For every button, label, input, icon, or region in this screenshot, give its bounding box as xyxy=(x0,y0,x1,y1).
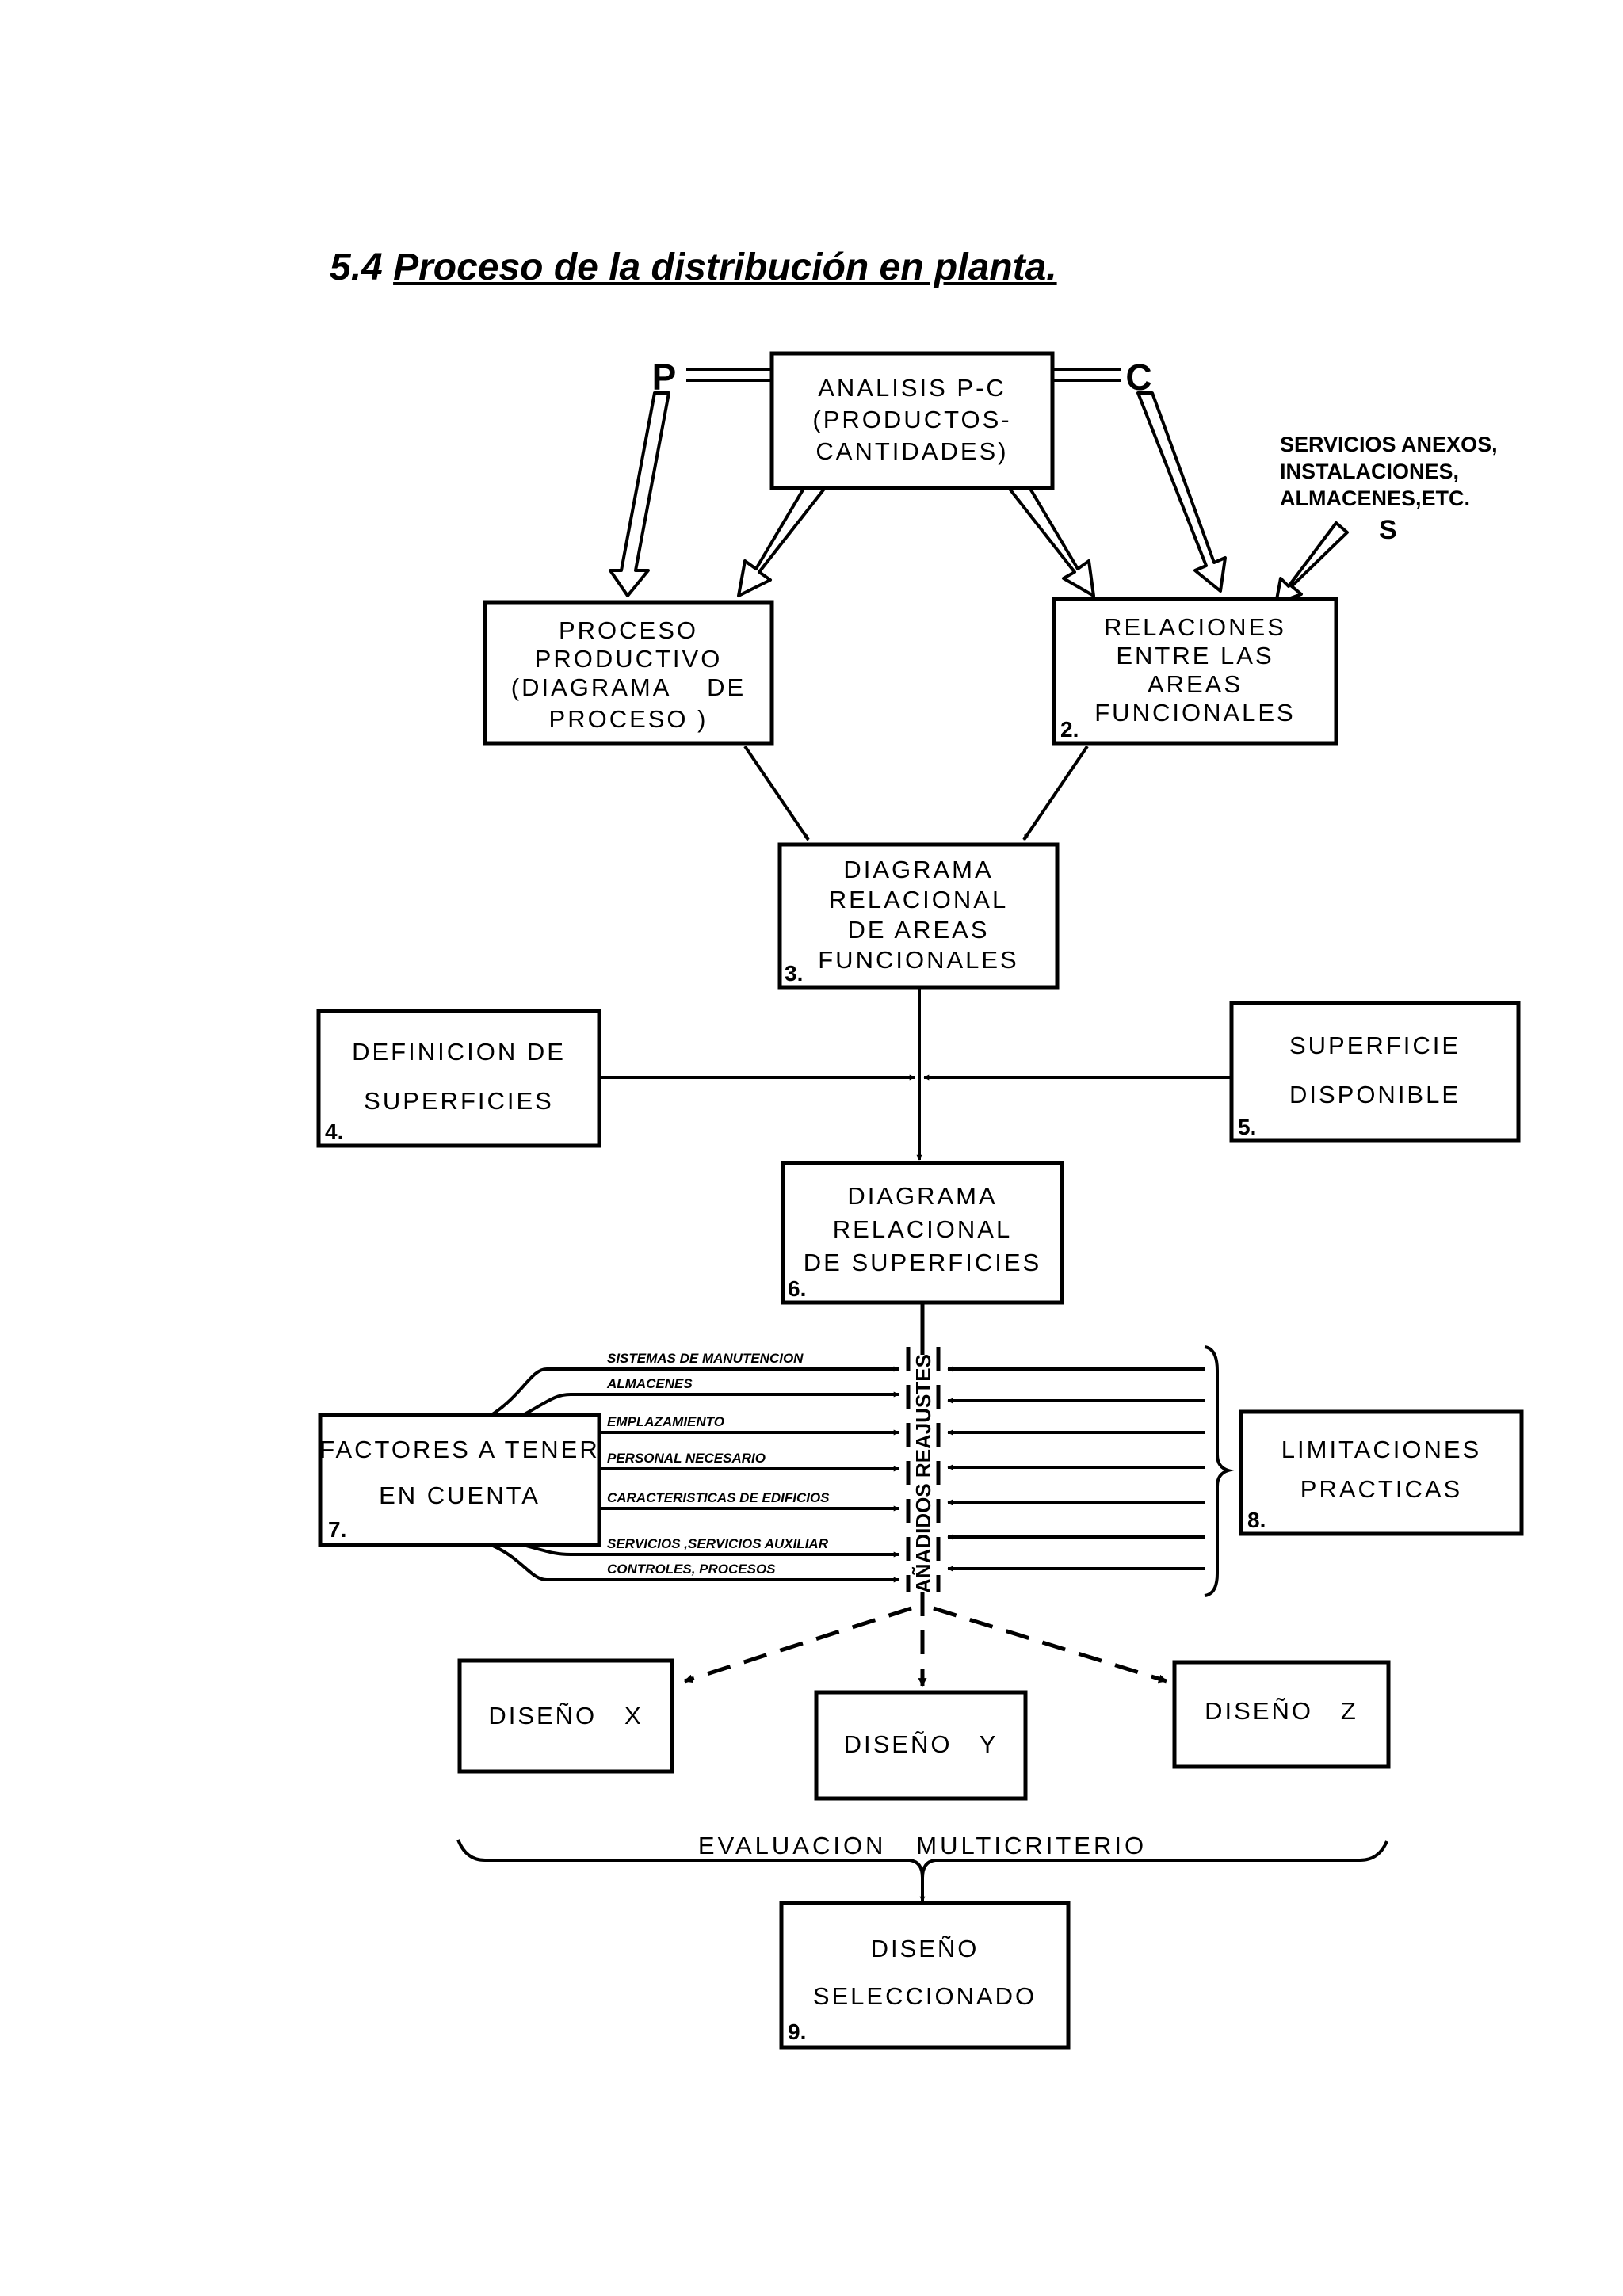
factor-curve-top-2 xyxy=(522,1393,571,1417)
svg-text:LIMITACIONES: LIMITACIONES xyxy=(1281,1436,1481,1463)
svg-text:DISPONIBLE: DISPONIBLE xyxy=(1289,1081,1461,1108)
title-number: 5.4 xyxy=(330,246,383,288)
svg-text:PRODUCTIVO: PRODUCTIVO xyxy=(535,645,723,673)
hollow-arrow-p-proceso xyxy=(609,391,670,597)
diseno-y-box: DISEÑO Y xyxy=(814,1690,1028,1801)
factor-list: SISTEMAS DE MANUTENCION ALMACENES EMPLAZ… xyxy=(547,1351,899,1583)
box-number: 4. xyxy=(325,1119,343,1144)
c-label: C xyxy=(1125,357,1151,398)
svg-text:RELACIONAL: RELACIONAL xyxy=(829,886,1008,913)
svg-text:(PRODUCTOS-: (PRODUCTOS- xyxy=(812,406,1011,433)
svg-text:DISEÑO X: DISEÑO X xyxy=(488,1702,643,1730)
box-number: 2. xyxy=(1060,717,1079,742)
diseno-seleccionado-box: DISEÑO SELECCIONADO 9. xyxy=(779,1901,1071,2050)
diseno-z-box: DISEÑO Z xyxy=(1172,1660,1391,1769)
box-number: 6. xyxy=(788,1276,806,1301)
factor-label: CARACTERISTICAS DE EDIFICIOS xyxy=(607,1490,830,1505)
box-number: 3. xyxy=(785,961,803,986)
factor-label: SERVICIOS ,SERVICIOS AUXILIAR xyxy=(607,1536,829,1551)
factor-curve-bot-1 xyxy=(522,1543,571,1556)
svg-text:RELACIONAL: RELACIONAL xyxy=(833,1215,1012,1243)
evaluacion-label: EVALUACION MULTICRITERIO xyxy=(698,1832,1147,1859)
dash-arrow-x xyxy=(683,1606,912,1684)
diagrama-areas-box: DIAGRAMA RELACIONAL DE AREAS FUNCIONALES… xyxy=(777,842,1060,990)
factor-curve-top-1 xyxy=(490,1367,548,1417)
svg-text:SUPERFICIES: SUPERFICIES xyxy=(364,1087,554,1115)
box-number: 8. xyxy=(1247,1508,1266,1532)
svg-text:DISEÑO: DISEÑO xyxy=(871,1935,980,1962)
limitaciones-arrows xyxy=(947,1366,1205,1572)
factor-curve-bot-2 xyxy=(491,1543,548,1581)
diagrama-superficies-box: DIAGRAMA RELACIONAL DE SUPERFICIES 6. xyxy=(781,1161,1064,1305)
svg-text:PROCESO ): PROCESO ) xyxy=(549,705,708,733)
svg-text:FACTORES A TENER: FACTORES A TENER xyxy=(319,1436,600,1463)
svg-text:ANALISIS P-C: ANALISIS P-C xyxy=(818,374,1006,402)
svg-text:DISEÑO Z: DISEÑO Z xyxy=(1205,1697,1358,1725)
svg-text:DIAGRAMA: DIAGRAMA xyxy=(847,1182,997,1210)
dash-arrow-z xyxy=(933,1606,1168,1684)
box-number: 9. xyxy=(788,2019,806,2044)
svg-text:ALMACENES,ETC.: ALMACENES,ETC. xyxy=(1280,486,1470,510)
svg-text:SUPERFICIE: SUPERFICIE xyxy=(1289,1032,1461,1059)
hollow-arrow-analisis-relaciones xyxy=(1005,474,1095,597)
svg-text:AREAS: AREAS xyxy=(1148,670,1243,698)
box-number: 5. xyxy=(1238,1115,1256,1139)
p-connector xyxy=(686,368,772,382)
c-connector xyxy=(1051,368,1121,382)
limitaciones-brace xyxy=(1204,1345,1235,1597)
svg-text:FUNCIONALES: FUNCIONALES xyxy=(1094,699,1295,727)
superficie-disponible-box: SUPERFICIE DISPONIBLE 5. xyxy=(1229,1001,1521,1143)
svg-text:DEFINICION DE: DEFINICION DE xyxy=(352,1038,566,1066)
relaciones-box: RELACIONES ENTRE LAS AREAS FUNCIONALES 2… xyxy=(1052,597,1338,746)
hollow-arrow-c-relaciones xyxy=(1136,391,1227,593)
svg-text:EN CUENTA: EN CUENTA xyxy=(379,1482,540,1509)
factor-label: PERSONAL NECESARIO xyxy=(607,1451,766,1466)
svg-text:INSTALACIONES,: INSTALACIONES, xyxy=(1280,460,1459,483)
proceso-productivo-box: PROCESO PRODUCTIVO (DIAGRAMA DE PROCESO … xyxy=(483,600,774,746)
factores-box: FACTORES A TENER EN CUENTA 7. xyxy=(318,1413,601,1547)
hollow-arrow-analisis-proceso xyxy=(737,474,829,597)
factor-label: SISTEMAS DE MANUTENCION xyxy=(607,1351,804,1366)
factor-label: EMPLAZAMIENTO xyxy=(607,1414,724,1429)
s-label: SERVICIOS ANEXOS, INSTALACIONES, ALMACEN… xyxy=(1280,433,1498,545)
p-label: P xyxy=(652,357,677,398)
reajustes-label: AÑADIDOS REAJUSTES xyxy=(911,1354,935,1593)
svg-text:(DIAGRAMA DE: (DIAGRAMA DE xyxy=(511,673,746,701)
analisis-pc-box: ANALISIS P-C (PRODUCTOS- CANTIDADES) xyxy=(769,351,1055,490)
svg-text:PROCESO: PROCESO xyxy=(559,616,698,644)
arrow-proceso-diagrama xyxy=(743,745,810,841)
svg-text:FUNCIONALES: FUNCIONALES xyxy=(818,946,1018,974)
hollow-arrow-s-relaciones xyxy=(1274,521,1349,605)
svg-text:DE SUPERFICIES: DE SUPERFICIES xyxy=(804,1249,1041,1276)
arrow-relaciones-diagrama xyxy=(1022,745,1089,841)
limitaciones-box: LIMITACIONES PRACTICAS 8. xyxy=(1239,1409,1524,1536)
svg-text:DIAGRAMA: DIAGRAMA xyxy=(843,856,993,883)
svg-text:ENTRE LAS: ENTRE LAS xyxy=(1116,642,1274,669)
factor-label: CONTROLES, PROCESOS xyxy=(607,1562,776,1577)
svg-text:DE AREAS: DE AREAS xyxy=(847,916,989,944)
svg-text:PRACTICAS: PRACTICAS xyxy=(1300,1475,1462,1503)
box-number: 7. xyxy=(328,1517,346,1542)
svg-text:SERVICIOS ANEXOS,: SERVICIOS ANEXOS, xyxy=(1280,433,1498,456)
definicion-superficies-box: DEFINICION DE SUPERFICIES 4. xyxy=(316,1009,601,1148)
s-letter: S xyxy=(1379,515,1397,545)
page-title: 5.4 Proceso de la distribución en planta… xyxy=(330,246,1057,289)
svg-text:RELACIONES: RELACIONES xyxy=(1104,613,1286,641)
svg-text:DISEÑO Y: DISEÑO Y xyxy=(844,1730,999,1758)
svg-text:SELECCIONADO: SELECCIONADO xyxy=(813,1982,1037,2010)
factor-label: ALMACENES xyxy=(606,1376,693,1391)
diseno-x-box: DISEÑO X xyxy=(457,1658,674,1774)
svg-text:CANTIDADES): CANTIDADES) xyxy=(815,437,1008,465)
title-text: Proceso de la distribución en planta. xyxy=(393,246,1057,288)
